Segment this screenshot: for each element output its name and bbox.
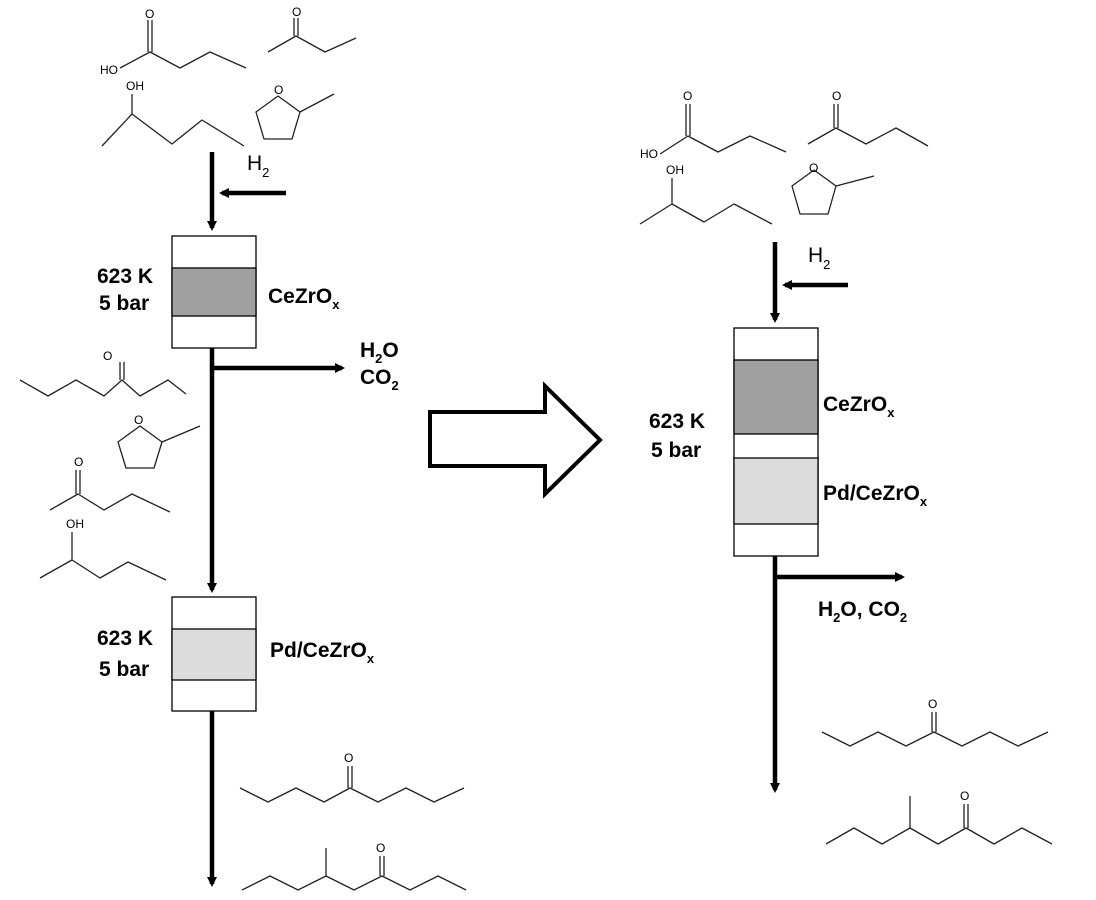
pentanol-molecule: OH [639,163,773,225]
hydroxyl-atom-label: OH [126,79,144,93]
oxygen-atom-label: O [928,697,937,711]
methylnonanone-product-molecule: O [825,789,1053,845]
hydroxyl-atom-label: HO [640,147,658,161]
oxygen-atom-label: O [809,161,818,175]
right-process: O HO O OH O H2 623 K 5 bar [639,89,1053,845]
butanoic-acid-molecule: O HO [640,89,787,161]
methylnonanone-product-molecule: O [241,841,467,891]
byproducts-label: H2O, CO2 [818,598,907,625]
reactor-1-catalyst-label: CeZrOx [268,285,340,312]
reactor-2 [171,596,257,712]
pentanol-molecule: OH [39,517,167,581]
catalyst-bed-ceZrOx [733,359,819,435]
reactor-pressure: 5 bar [651,439,701,462]
catalyst-bed-pd-ceZrOx [733,457,819,525]
reactor-1-temperature: 623 K [97,265,153,288]
oxygen-atom-label: O [74,455,83,469]
oxygen-atom-label: O [960,789,969,803]
reactor-2-pressure: 5 bar [99,658,149,681]
reactor-temperature: 623 K [649,410,705,433]
catalyst-bed-pd-ceZrOx [171,628,257,681]
oxygen-atom-label: O [274,83,283,97]
process-intensification-arrow [428,381,603,499]
reactor-1 [171,235,257,349]
reactor-1-pressure: 5 bar [99,292,149,315]
h2-label: H2 [808,244,830,272]
butanone-molecule: O [267,5,357,53]
catalyst-1-label: CeZrOx [823,393,895,420]
oxygen-atom-label: O [683,89,692,103]
oxygen-atom-label: O [103,349,112,363]
oxygen-atom-label: O [145,7,154,21]
butanoic-acid-molecule: O HO [100,7,247,77]
pentanol-molecule: OH [101,79,245,147]
nonanone-product-molecule: O [239,751,465,803]
reactor-2-catalyst-label: Pd/CeZrOx [270,639,375,666]
left-process: O HO O OH O H2 623 K 5 bar CeZ [19,5,467,891]
reactor-2-temperature: 623 K [97,627,153,650]
hydroxyl-atom-label: OH [66,517,84,531]
oxygen-atom-label: O [292,5,301,19]
oxygen-atom-label: O [344,751,353,765]
co2-label: CO2 [360,366,399,393]
water-label: H2O [360,339,399,366]
catalyst-bed-ceZrOx [171,267,257,317]
h2-label: H2 [247,152,269,180]
hydroxyl-atom-label: HO [100,63,118,77]
butanone-molecule: O [807,89,929,147]
methyltetrahydrofuran-molecule: O [255,83,335,140]
oxygen-atom-label: O [134,413,143,427]
methyltetrahydrofuran-molecule: O [791,161,875,215]
oxygen-atom-label: O [376,841,385,855]
methyltetrahydrofuran-molecule: O [117,413,201,469]
nonanone-product-molecule: O [821,697,1049,747]
combined-reactor [733,327,819,557]
oxygen-atom-label: O [832,89,841,103]
hydroxyl-atom-label: OH [666,163,684,177]
nonanone-molecule: O [19,349,187,397]
butanone-molecule: O [49,455,171,513]
catalyst-2-label: Pd/CeZrOx [823,482,928,509]
